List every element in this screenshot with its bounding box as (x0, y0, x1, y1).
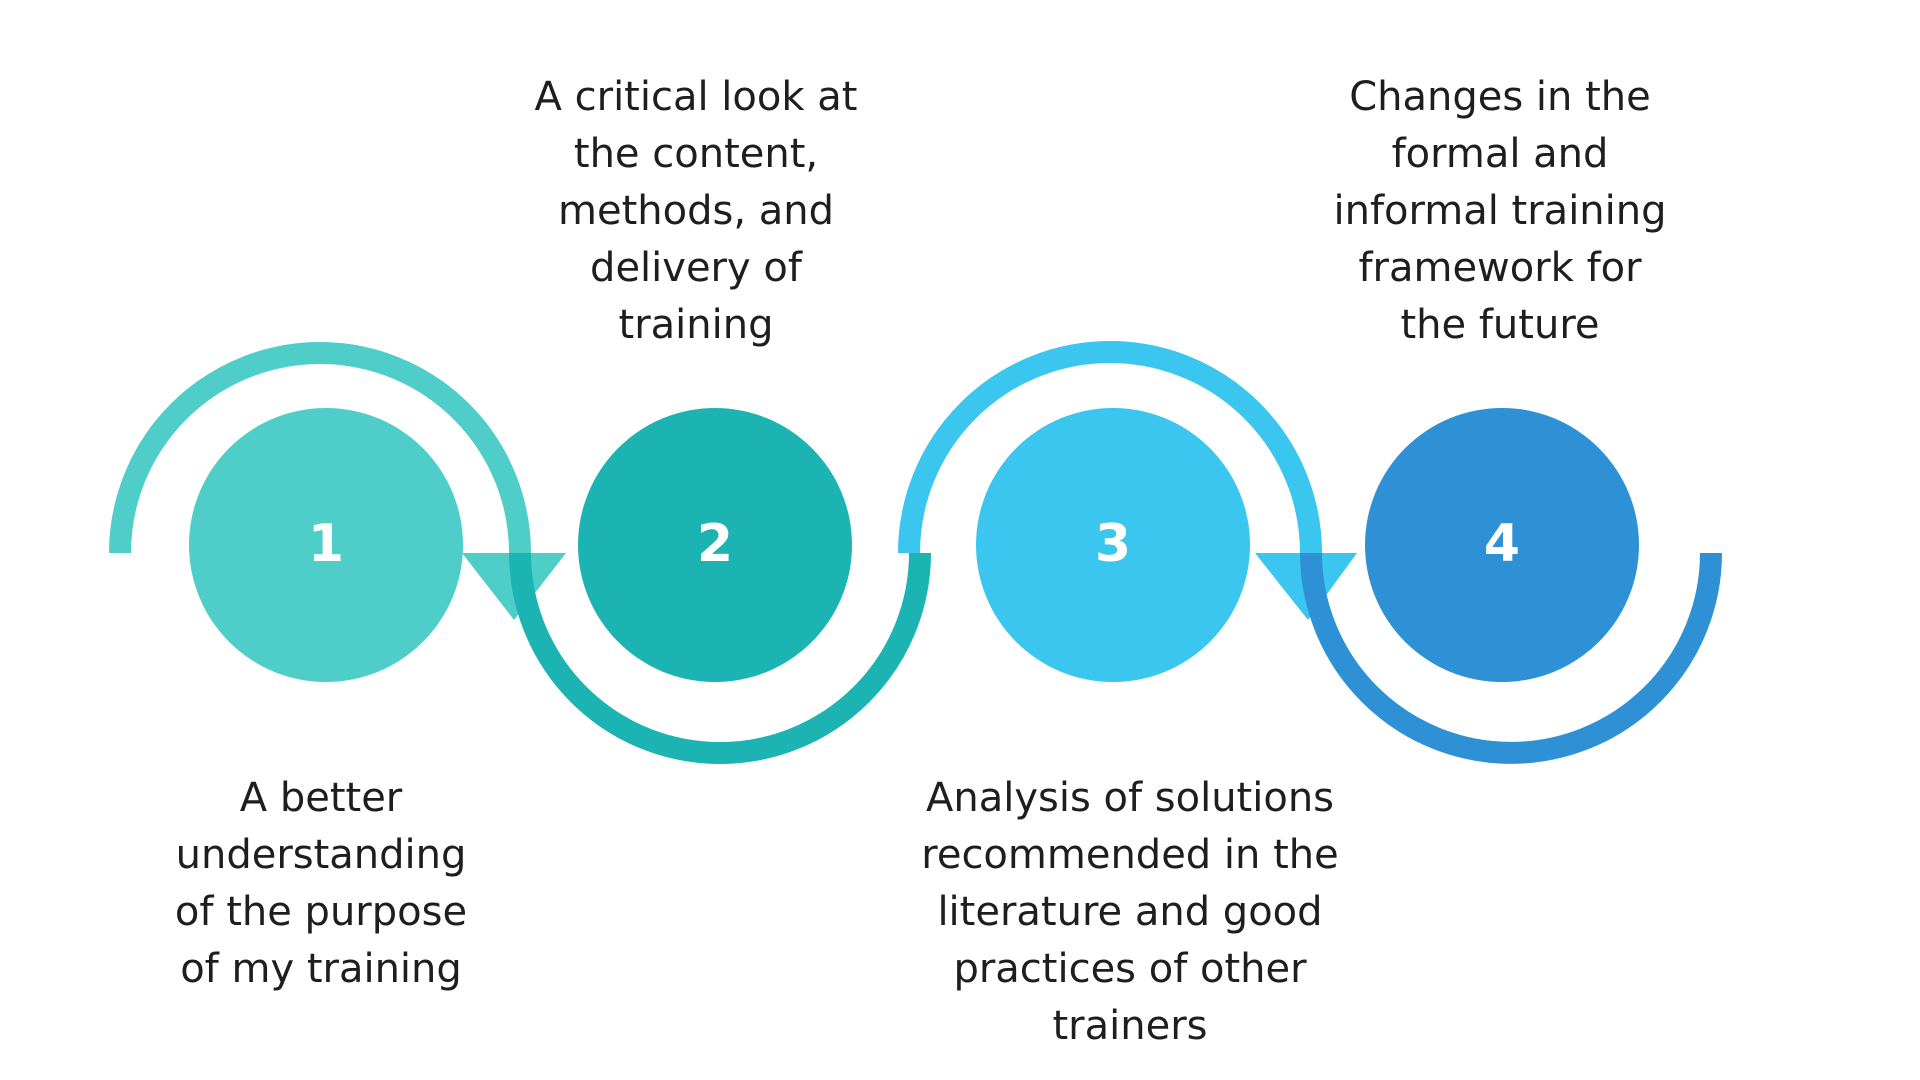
step-4-line: framework for (1358, 245, 1642, 291)
step-4-line: formal and (1391, 131, 1609, 177)
step-4-description: Changes in the formal and informal train… (1280, 69, 1720, 354)
step-1-number: 1 (308, 514, 344, 574)
step-3-arc (898, 341, 1322, 554)
step-4-line: the future (1400, 302, 1600, 348)
step-1-line: A better (239, 775, 403, 821)
step-2-line: the content, (573, 131, 819, 177)
step-1-circle (189, 408, 463, 682)
step-3-circle (976, 408, 1250, 682)
step-1-line: understanding (175, 832, 467, 878)
step-3-line: recommended in the (921, 832, 1339, 878)
step-2-arc (509, 552, 931, 764)
step-3-description: Analysis of solutions recommended in the… (910, 770, 1350, 1055)
step-2-line: A critical look at (534, 74, 858, 120)
step-4-arc (1300, 552, 1722, 764)
step-3-line: practices of other (953, 946, 1307, 992)
step-3-line: Analysis of solutions (925, 775, 1335, 821)
step-2-line: training (618, 302, 774, 348)
step-2-description: A critical look at the content, methods,… (476, 69, 916, 354)
step-3-line: literature and good (937, 889, 1323, 935)
step-4-line: informal training (1333, 188, 1667, 234)
step-2-circle (578, 408, 852, 682)
step-2-number: 2 (697, 514, 733, 574)
step-4-line: Changes in the (1349, 74, 1651, 120)
step-1-description: A better understanding of the purpose of… (101, 770, 541, 998)
step-3-number: 3 (1095, 514, 1131, 574)
step-1-arc (109, 342, 531, 554)
step-2-line: delivery of (590, 245, 802, 291)
step-1-line: of my training (180, 946, 462, 992)
step-4-number: 4 (1484, 514, 1520, 574)
step-2-line: methods, and (558, 188, 834, 234)
step-1-line: of the purpose (174, 889, 468, 935)
step-4-circle (1365, 408, 1639, 682)
step-3-line: trainers (1052, 1003, 1208, 1049)
